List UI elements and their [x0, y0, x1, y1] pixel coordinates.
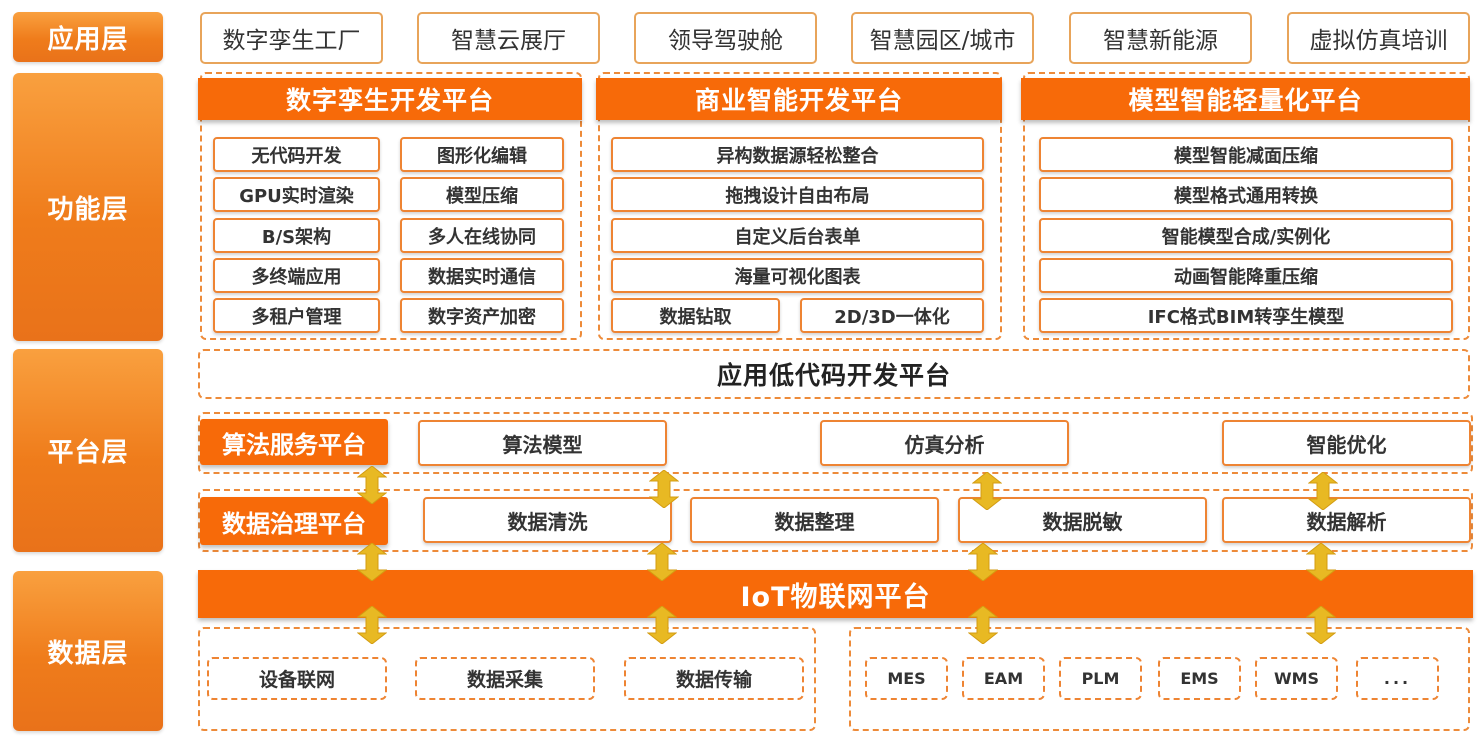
- layer-label-data: 数据层: [13, 571, 163, 731]
- governance-platform-title: 数据治理平台: [200, 497, 388, 545]
- bi-feature-item: 海量可视化图表: [611, 258, 984, 293]
- iot-platform: IoT物联网平台: [198, 570, 1473, 618]
- double-arrow-icon: [972, 472, 1002, 510]
- data-source-item: 设备联网: [207, 657, 387, 700]
- twin-platform-title: 数字孪生开发平台: [198, 78, 582, 120]
- governance-item: 数据整理: [690, 497, 939, 543]
- bi-platform-title: 商业智能开发平台: [596, 78, 1002, 120]
- algorithm-platform-title: 算法服务平台: [200, 419, 388, 465]
- system-item: EAM: [962, 657, 1045, 700]
- twin-feature-item: GPU实时渲染: [213, 177, 380, 212]
- double-arrow-icon: [647, 543, 677, 581]
- twin-feature-item: 数据实时通信: [400, 258, 564, 293]
- app-leader-cockpit[interactable]: 领导驾驶舱: [634, 12, 817, 64]
- bi-feature-item: 拖拽设计自由布局: [611, 177, 984, 212]
- algorithm-item: 智能优化: [1222, 420, 1471, 466]
- double-arrow-icon: [1308, 472, 1338, 510]
- twin-feature-item: 图形化编辑: [400, 137, 564, 172]
- lowcode-platform: 应用低代码开发平台: [198, 349, 1470, 399]
- system-item: WMS: [1255, 657, 1338, 700]
- model-feature-item: 模型格式通用转换: [1039, 177, 1453, 212]
- double-arrow-icon: [1306, 543, 1336, 581]
- twin-feature-item: 多租户管理: [213, 298, 380, 333]
- governance-item: 数据脱敏: [958, 497, 1207, 543]
- twin-feature-item: 模型压缩: [400, 177, 564, 212]
- layer-label-app: 应用层: [13, 12, 163, 62]
- app-virtual-sim-training[interactable]: 虚拟仿真培训: [1287, 12, 1470, 64]
- system-item: EMS: [1158, 657, 1241, 700]
- system-item: ...: [1356, 657, 1439, 700]
- data-source-item: 数据传输: [624, 657, 804, 700]
- model-feature-item: 动画智能降重压缩: [1039, 258, 1453, 293]
- model-feature-item: 模型智能减面压缩: [1039, 137, 1453, 172]
- double-arrow-icon: [968, 606, 998, 644]
- app-smart-cloud-hall[interactable]: 智慧云展厅: [417, 12, 600, 64]
- governance-item: 数据解析: [1222, 497, 1471, 543]
- double-arrow-icon: [357, 543, 387, 581]
- bi-feature-item: 数据钻取: [611, 298, 780, 333]
- governance-item: 数据清洗: [423, 497, 672, 543]
- app-smart-new-energy[interactable]: 智慧新能源: [1069, 12, 1252, 64]
- model-platform-title: 模型智能轻量化平台: [1021, 78, 1470, 120]
- app-smart-park-city[interactable]: 智慧园区/城市: [851, 12, 1034, 64]
- layer-label-platform: 平台层: [13, 349, 163, 552]
- twin-feature-item: B/S架构: [213, 218, 380, 253]
- double-arrow-icon: [968, 543, 998, 581]
- system-item: PLM: [1059, 657, 1142, 700]
- algorithm-item: 仿真分析: [820, 420, 1069, 466]
- double-arrow-icon: [357, 606, 387, 644]
- double-arrow-icon: [647, 606, 677, 644]
- bi-feature-item: 自定义后台表单: [611, 218, 984, 253]
- system-item: MES: [865, 657, 948, 700]
- double-arrow-icon: [1306, 606, 1336, 644]
- twin-feature-item: 多终端应用: [213, 258, 380, 293]
- algorithm-item: 算法模型: [418, 420, 667, 466]
- app-digital-twin-factory[interactable]: 数字孪生工厂: [200, 12, 383, 64]
- layer-label-function: 功能层: [13, 73, 163, 341]
- data-source-item: 数据采集: [415, 657, 595, 700]
- twin-feature-item: 数字资产加密: [400, 298, 564, 333]
- twin-feature-item: 多人在线协同: [400, 218, 564, 253]
- double-arrow-icon: [649, 470, 679, 508]
- bi-feature-item: 异构数据源轻松整合: [611, 137, 984, 172]
- twin-feature-item: 无代码开发: [213, 137, 380, 172]
- model-feature-item: IFC格式BIM转孪生模型: [1039, 298, 1453, 333]
- double-arrow-icon: [357, 466, 387, 504]
- model-feature-item: 智能模型合成/实例化: [1039, 218, 1453, 253]
- bi-feature-item: 2D/3D一体化: [800, 298, 984, 333]
